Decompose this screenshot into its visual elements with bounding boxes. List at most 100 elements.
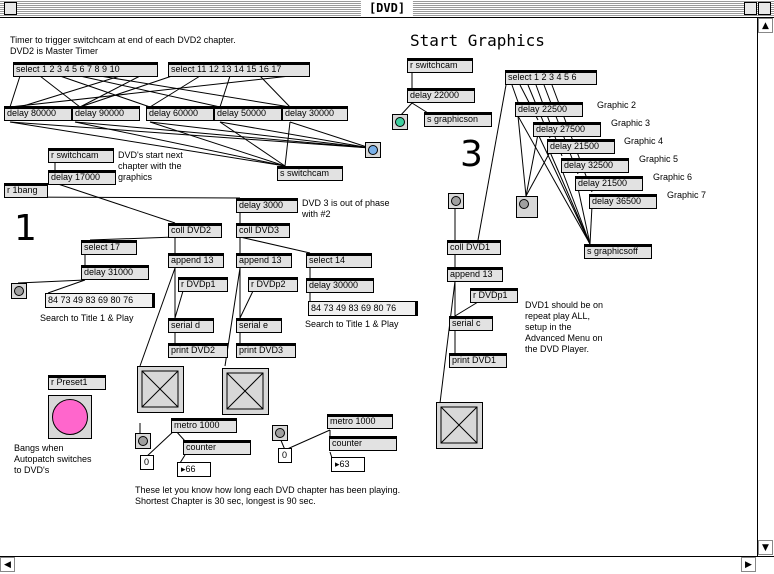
select-object-1-10[interactable]: select 1 2 3 4 5 6 7 8 9 10 (13, 62, 158, 77)
dvd3-phase-comment: DVD 3 is out of phase with #2 (302, 198, 390, 219)
delay-27500-object[interactable]: delay 27500 (533, 122, 601, 137)
counter-a-object[interactable]: counter (183, 440, 251, 455)
delay-21500-object[interactable]: delay 21500 (547, 139, 615, 154)
counter-a-value-number[interactable]: ▸66 (177, 462, 211, 477)
delay-36500-object[interactable]: delay 36500 (589, 194, 657, 209)
r-switchcam-object[interactable]: r switchcam (407, 58, 473, 73)
timer-comment: Timer to trigger switchcam at end of eac… (10, 35, 236, 57)
graphics-bang-button[interactable] (392, 114, 408, 130)
patcher-canvas[interactable]: Timer to trigger switchcam at end of eac… (0, 18, 757, 554)
counter-b-min-number[interactable]: 0 (278, 448, 292, 463)
counter-b-value-number[interactable]: ▸63 (331, 457, 365, 472)
serial-d-object[interactable]: serial d (168, 318, 214, 333)
metro-a-bang-button[interactable] (135, 433, 151, 449)
print-dvd3-object[interactable]: print DVD3 (236, 343, 296, 358)
window-titlebar[interactable]: [DVD] (0, 0, 774, 18)
scroll-right-icon[interactable]: ▶ (741, 557, 756, 572)
close-box-icon[interactable] (4, 2, 17, 15)
delay-30000-object[interactable]: delay 30000 (282, 106, 348, 121)
zoom-box-icon[interactable] (744, 2, 757, 15)
timer-comment-line2: DVD2 is Master Timer (10, 46, 99, 56)
delay-31000-object[interactable]: delay 31000 (81, 265, 149, 280)
bangs-when-comment: Bangs when Autopatch switches to DVD's (14, 443, 92, 475)
collapse-box-icon[interactable] (758, 2, 771, 15)
r-dvdp1-b-object[interactable]: r DVDp1 (470, 288, 518, 303)
delay-30000b-object[interactable]: delay 30000 (306, 278, 374, 293)
timer-comment-line1: Timer to trigger switchcam at end of eac… (10, 35, 236, 45)
scroll-down-icon[interactable]: ▼ (758, 540, 773, 555)
vertical-scrollbar[interactable]: ▲ ▼ (757, 18, 774, 556)
delay-3000-object[interactable]: delay 3000 (236, 198, 298, 213)
r-1bang-object[interactable]: r 1bang (4, 183, 48, 198)
toggle-x-icon (440, 406, 478, 444)
r-switchcam-left-object[interactable]: r switchcam (48, 148, 114, 163)
serial-e-object[interactable]: serial e (236, 318, 282, 333)
coll-dvd1-object[interactable]: coll DVD1 (447, 240, 501, 255)
delay-60000-object[interactable]: delay 60000 (146, 106, 214, 121)
patch-cords (7, 72, 593, 464)
s-graphicsoff-object[interactable]: s graphicsoff (584, 244, 652, 259)
horizontal-scrollbar[interactable]: ◀ ▶ (0, 556, 774, 574)
s-graphicson-object[interactable]: s graphicson (424, 112, 492, 127)
search-message-1[interactable]: 84 73 49 83 69 80 76 (45, 293, 155, 308)
search-message-2[interactable]: 84 73 49 83 69 80 76 (308, 301, 418, 316)
preset-bang-button[interactable] (48, 395, 92, 439)
counter-a-min-number[interactable]: 0 (140, 455, 154, 470)
graphic-label-7: Graphic 7 (667, 190, 707, 200)
metro-1000-b-object[interactable]: metro 1000 (327, 414, 393, 429)
delay-32500-object[interactable]: delay 32500 (561, 158, 629, 173)
graphic-label-3: Graphic 3 (611, 118, 651, 128)
delay-22500-object[interactable]: delay 22500 (515, 102, 583, 117)
preset-indicator-icon (52, 399, 88, 435)
r-dvdp1-object[interactable]: r DVDp1 (178, 277, 228, 292)
start-graphics-title: Start Graphics (410, 31, 545, 50)
scroll-left-icon[interactable]: ◀ (0, 557, 15, 572)
search-comment-1: Search to Title 1 & Play (40, 313, 134, 323)
append-13-dvd2-object[interactable]: append 13 (168, 253, 224, 268)
delay-80000-object[interactable]: delay 80000 (4, 106, 72, 121)
window-title: [DVD] (360, 1, 414, 16)
coll-dvd3-object[interactable]: coll DVD3 (236, 223, 290, 238)
delay-22000-object[interactable]: delay 22000 (407, 88, 475, 103)
switchcam-bang-button[interactable] (365, 142, 381, 158)
dvd2-toggle[interactable] (137, 366, 184, 413)
print-dvd1-object[interactable]: print DVD1 (449, 353, 507, 368)
dvd1-toggle[interactable] (436, 402, 483, 449)
delay-50000-object[interactable]: delay 50000 (214, 106, 282, 121)
graphic-label-4: Graphic 4 (624, 136, 664, 146)
counter-b-object[interactable]: counter (329, 436, 397, 451)
dvd1-bang-button[interactable] (448, 193, 464, 209)
scroll-up-icon[interactable]: ▲ (758, 18, 773, 33)
section-number-1: 1 (14, 208, 37, 249)
metro-b-bang-button[interactable] (272, 425, 288, 441)
select-14-object[interactable]: select 14 (306, 253, 372, 268)
counter-a-value: 66 (185, 464, 196, 474)
toggle-x-icon (226, 372, 264, 410)
chapter-note-comment: These let you know how long each DVD cha… (135, 485, 401, 506)
metro-1000-a-object[interactable]: metro 1000 (171, 418, 237, 433)
select-17-object[interactable]: select 17 (81, 240, 137, 255)
graphic-label-2: Graphic 2 (597, 100, 637, 110)
s-switchcam-object[interactable]: s switchcam (277, 166, 343, 181)
select-object-11-17[interactable]: select 11 12 13 14 15 16 17 (168, 62, 310, 77)
select-graphics-object[interactable]: select 1 2 3 4 5 6 (505, 70, 597, 85)
search-comment-2: Search to Title 1 & Play (305, 319, 399, 329)
delay-17000-object[interactable]: delay 17000 (48, 170, 116, 185)
delay-90000-object[interactable]: delay 90000 (72, 106, 140, 121)
print-dvd2-object[interactable]: print DVD2 (168, 343, 228, 358)
graphics-off-bang-button[interactable] (516, 196, 538, 218)
r-preset1-object[interactable]: r Preset1 (48, 375, 106, 390)
coll-dvd2-object[interactable]: coll DVD2 (168, 223, 222, 238)
r-dvdp2-object[interactable]: r DVDp2 (248, 277, 298, 292)
append-13-dvd3-object[interactable]: append 13 (236, 253, 292, 268)
dvd-start-next-comment: DVD's start next chapter with the graphi… (118, 150, 183, 182)
section-number-3: 3 (460, 134, 483, 175)
dvd1-note-comment: DVD1 should be on repeat play ALL, setup… (525, 300, 604, 354)
dvd2-bang-button[interactable] (11, 283, 27, 299)
serial-c-object[interactable]: serial c (449, 316, 493, 331)
append-13-dvd1-object[interactable]: append 13 (447, 267, 503, 282)
dvd3-toggle[interactable] (222, 368, 269, 415)
delay-21500b-object[interactable]: delay 21500 (575, 176, 643, 191)
toggle-x-icon (141, 370, 179, 408)
graphic-label-5: Graphic 5 (639, 154, 679, 164)
